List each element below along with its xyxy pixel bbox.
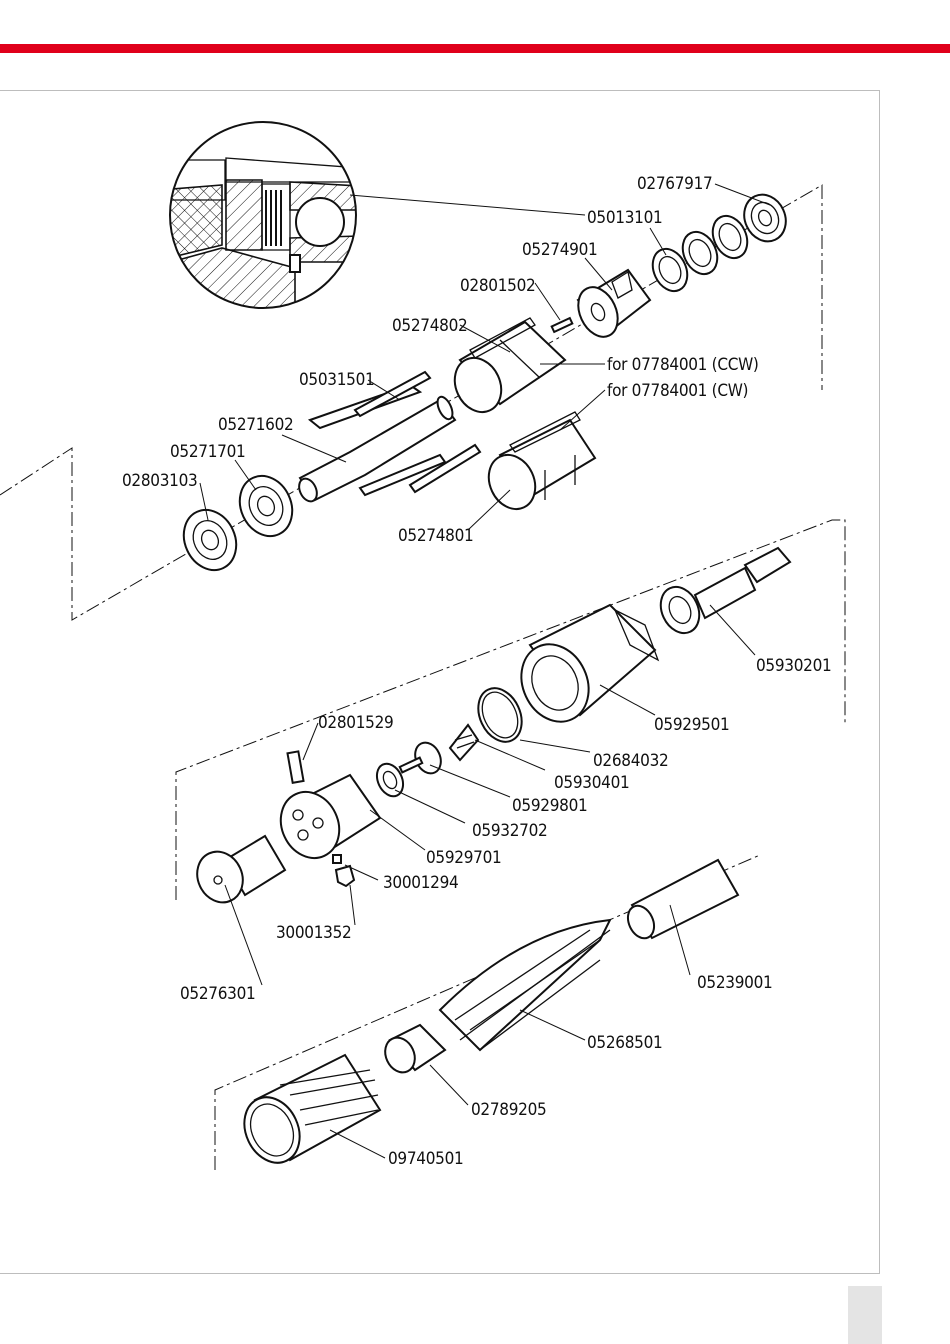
label-05929501: 05929501	[654, 715, 729, 735]
label-02684032: 02684032	[593, 751, 668, 771]
label-05274802: 05274802	[392, 316, 467, 336]
screw-30001294	[333, 855, 341, 863]
throttle-05276301	[189, 836, 285, 910]
label-05929701: 05929701	[426, 848, 501, 868]
label-30001352: 30001352	[276, 923, 351, 943]
label-02801502: 02801502	[460, 276, 535, 296]
valve-05929801	[400, 738, 446, 777]
label-05929801: 05929801	[512, 796, 587, 816]
label-for-07784001-cw: for 07784001 (CW)	[607, 381, 748, 401]
valve-body-05929701	[270, 775, 380, 868]
label-05274801: 05274801	[398, 526, 473, 546]
label-05930201: 05930201	[756, 656, 831, 676]
pin-02801529	[287, 751, 303, 782]
bearing-02803103	[174, 501, 246, 578]
pin-02801502	[552, 318, 573, 332]
label-05013101: 05013101	[587, 208, 662, 228]
end-plate-05274901	[571, 270, 650, 343]
label-05276301: 05276301	[180, 984, 255, 1004]
label-05932702: 05932702	[472, 821, 547, 841]
label-05271602: 05271602	[218, 415, 293, 435]
label-02801529: 02801529	[318, 713, 393, 733]
bearing-detail-view	[160, 110, 370, 330]
label-02767917: 02767917	[637, 174, 712, 194]
plug-30001352	[336, 866, 354, 886]
label-05930401: 05930401	[554, 773, 629, 793]
label-05274901: 05274901	[522, 240, 597, 260]
label-09740501: 09740501	[388, 1149, 463, 1169]
label-05031501: 05031501	[299, 370, 374, 390]
hose-09740501	[234, 1055, 380, 1172]
clamp-02789205	[380, 1025, 445, 1077]
tube-05239001	[623, 860, 738, 942]
label-02803103: 02803103	[122, 471, 197, 491]
o-ring-02684032	[470, 681, 530, 749]
label-30001294: 30001294	[383, 873, 458, 893]
label-02789205: 02789205	[471, 1100, 546, 1120]
filter-05268501	[440, 920, 610, 1050]
label-05268501: 05268501	[587, 1033, 662, 1053]
spring-05930401	[450, 725, 478, 760]
label-05239001: 05239001	[697, 973, 772, 993]
label-for-07784001-ccw: for 07784001 (CCW)	[607, 355, 759, 375]
cylinder-05274801	[480, 412, 595, 517]
bearing-05271701	[230, 467, 302, 544]
housing-05929501	[509, 605, 658, 733]
fitting-05930201	[654, 548, 790, 639]
label-05271701: 05271701	[170, 442, 245, 462]
